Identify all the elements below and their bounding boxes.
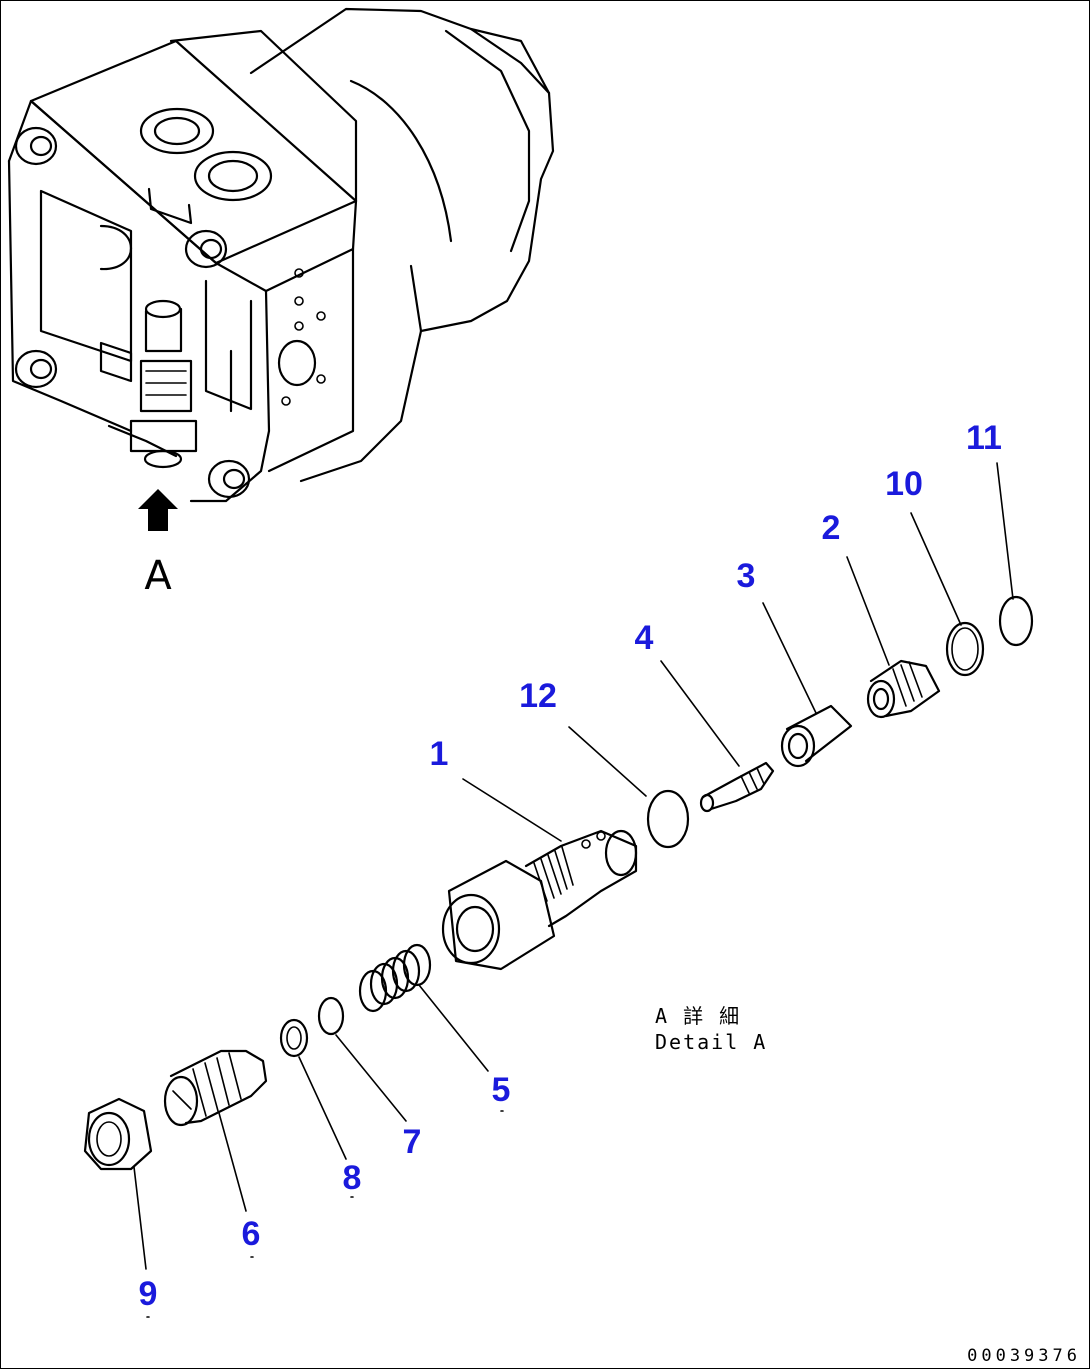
callout-5: 5 [491, 1071, 511, 1109]
leader-lines [133, 462, 1014, 1318]
drawing-number: 00039376 [967, 1346, 1081, 1366]
part-9-lock-nut [83, 1097, 153, 1171]
part-5-spring [358, 943, 432, 1013]
part-7-o-ring [317, 996, 345, 1036]
part-1-valve-body [441, 829, 638, 971]
callout-2: 2 [821, 509, 841, 547]
callout-10: 10 [885, 465, 923, 503]
motor-assembly [7, 7, 555, 531]
part-3-sleeve [780, 704, 853, 768]
part-6-adjusting-screw [163, 1049, 268, 1127]
view-arrow-icon [138, 489, 178, 531]
callout-12: 12 [519, 677, 557, 715]
part-4-poppet [699, 761, 775, 813]
detail-caption: A 詳 細 Detail A [655, 1003, 767, 1055]
callout-7: 7 [402, 1123, 422, 1161]
callout-8: 8 [342, 1159, 362, 1197]
callout-6: 6 [241, 1215, 261, 1253]
detail-caption-en: Detail A [655, 1030, 768, 1054]
part-12-o-ring [646, 789, 690, 849]
callout-4: 4 [634, 619, 654, 657]
part-2-plug [866, 659, 941, 719]
callout-3: 3 [736, 557, 756, 595]
part-10-ring [945, 621, 985, 677]
detail-caption-jp: A 詳 細 [655, 1004, 742, 1028]
callout-11: 11 [966, 419, 1002, 457]
view-marker-label: A [144, 553, 172, 599]
part-8-ring [279, 1018, 309, 1058]
callout-9: 9 [138, 1275, 158, 1313]
part-11-o-ring [998, 595, 1034, 647]
callout-1: 1 [429, 735, 449, 773]
